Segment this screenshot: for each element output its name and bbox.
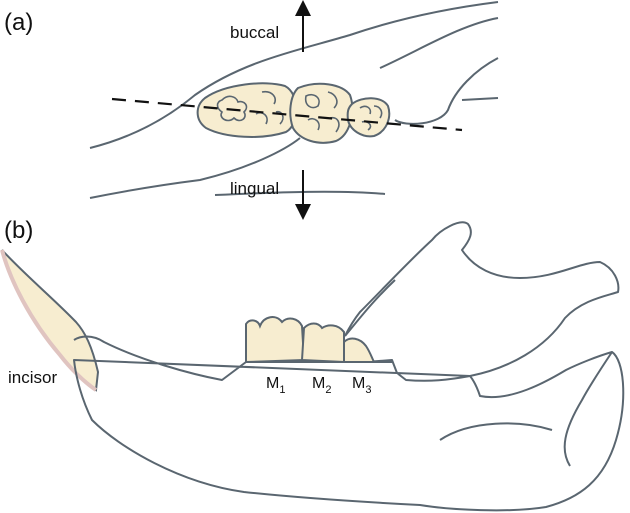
cusp-pattern (359, 105, 383, 131)
molar-2-label: M2 (312, 375, 331, 396)
panel-b-label: (b) (4, 217, 33, 244)
lingual-label: lingual (230, 179, 279, 198)
mandible-outline (73, 221, 625, 512)
molar-1-label: M1 (266, 375, 285, 396)
molar-2-occlusal (289, 82, 354, 144)
incisor-label: incisor (8, 368, 57, 387)
lower-jaw-outline (89, 137, 301, 199)
coronoid-line (344, 279, 396, 337)
mandible-lower-groove (439, 351, 613, 467)
upper-jaw-outline (89, 1, 499, 149)
molars-lateral (245, 316, 392, 364)
molars-occlusal (196, 82, 391, 144)
upper-jaw-outline-inner (379, 17, 499, 69)
molar-1-lateral (245, 316, 306, 364)
panel-b: (b) incisor M1 M2 M3 (0, 217, 625, 512)
molar-3-lateral (343, 337, 376, 363)
buccal-label: buccal (230, 23, 279, 42)
lower-jaw-baseline (214, 190, 386, 196)
panel-a: (a) buccal lingual (4, 0, 499, 220)
molar-1-occlusal (196, 82, 298, 138)
panel-a-label: (a) (4, 9, 33, 36)
cusp-pattern (216, 95, 248, 122)
jaw-joint-line (461, 97, 499, 101)
molar-3-label: M3 (352, 375, 371, 396)
molar-2-lateral (300, 322, 345, 364)
cusp-pattern (304, 91, 340, 133)
jaw-joint-curve (394, 57, 499, 125)
tooth-row-axis-dashed (111, 97, 463, 132)
incisor-enamel (0, 249, 98, 392)
